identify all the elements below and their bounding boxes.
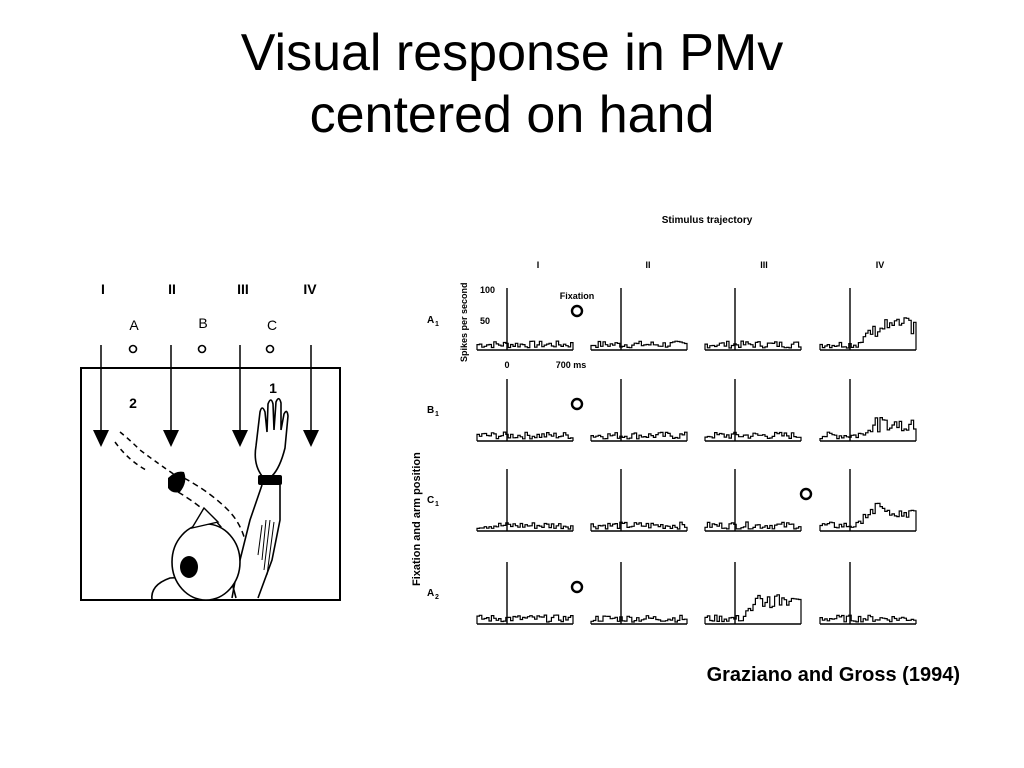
histogram-panel <box>704 288 802 351</box>
x-tick-700ms: 700 ms <box>556 360 587 370</box>
histogram-trace <box>476 340 574 350</box>
histogram-trace <box>476 614 574 624</box>
left-schematic: I II III IV A B C 2 1 <box>80 281 341 601</box>
right-histogram-figure: Stimulus trajectory I II III IV Fixation… <box>411 215 917 625</box>
row-label-A2: A 2 <box>427 588 439 601</box>
fixation-point-B <box>197 344 207 354</box>
fixation-point-icon <box>570 397 584 411</box>
histogram-trace <box>476 431 574 441</box>
fixation-point-icon <box>570 304 584 318</box>
histogram-panel <box>476 379 574 442</box>
svg-text:1: 1 <box>435 321 439 328</box>
wrist-marker-icon <box>258 475 282 485</box>
column-label-III: III <box>760 260 768 270</box>
citation: Graziano and Gross (1994) <box>706 664 960 686</box>
slide-title: Visual response in PMv centered on hand <box>0 22 1024 146</box>
column-label-IV: IV <box>876 260 885 270</box>
histogram-trace <box>590 340 688 350</box>
position-label-B: B <box>198 315 207 331</box>
stimulus-trajectory-header: Stimulus trajectory <box>662 215 753 226</box>
trajectory-label-IV: IV <box>303 281 317 297</box>
fixation-point-C <box>265 344 275 354</box>
trajectory-label-III: III <box>237 281 249 297</box>
trajectory-arrow-I <box>93 345 109 447</box>
fixation-point-icon <box>570 580 584 594</box>
histogram-panel <box>819 288 917 351</box>
alt-wrist-marker-icon <box>168 471 186 493</box>
svg-text:2: 2 <box>435 594 439 601</box>
eye-icon <box>180 556 198 578</box>
arm-position-label-1: 1 <box>269 380 277 396</box>
trajectory-arrow-III <box>232 345 248 447</box>
histogram-trace <box>819 614 917 624</box>
histogram-panel <box>476 288 574 351</box>
trajectory-arrow-II <box>163 345 179 447</box>
nose-outline <box>190 506 220 530</box>
fixation-label: Fixation <box>560 291 595 301</box>
histogram-grid <box>476 288 917 625</box>
fixation-arm-position-label: Fixation and arm position <box>411 452 423 586</box>
y-tick-50: 50 <box>480 316 490 326</box>
title-line-2: centered on hand <box>309 86 715 144</box>
y-tick-100: 100 <box>480 285 495 295</box>
histogram-panel <box>704 379 802 442</box>
alt-hand-dashed <box>119 431 176 476</box>
arm-outline-inner <box>231 484 263 599</box>
arm-position-label-2: 2 <box>129 395 137 411</box>
histogram-trace <box>819 417 917 441</box>
svg-text:B: B <box>427 405 434 416</box>
trajectory-arrow-IV <box>303 345 319 447</box>
alt-forearm-dashed-1 <box>183 477 246 541</box>
arm-shading <box>257 519 275 576</box>
histogram-panel <box>590 379 688 442</box>
histogram-panel <box>590 562 688 625</box>
svg-text:A: A <box>427 588 434 599</box>
trajectory-label-II: II <box>168 281 176 297</box>
histogram-trace <box>704 431 802 441</box>
column-label-I: I <box>537 260 540 270</box>
histogram-trace <box>704 594 802 624</box>
alt-fingers-dashed <box>114 441 147 471</box>
svg-text:C: C <box>427 495 434 506</box>
histogram-panel <box>704 562 802 625</box>
position-label-A: A <box>129 317 139 333</box>
column-label-II: II <box>645 260 650 270</box>
histogram-trace <box>819 317 917 350</box>
y-axis-label: Spikes per second <box>459 282 469 362</box>
histogram-panel <box>476 562 574 625</box>
histogram-trace <box>590 431 688 441</box>
row-label-A1: A 1 <box>427 315 439 328</box>
histogram-trace <box>476 522 574 531</box>
position-label-C: C <box>267 317 277 333</box>
histogram-panel <box>819 379 917 442</box>
hand-icon <box>254 397 289 477</box>
histogram-trace <box>819 502 917 531</box>
histogram-panel <box>590 288 688 351</box>
trajectory-label-I: I <box>101 281 105 297</box>
svg-text:1: 1 <box>435 411 439 418</box>
x-tick-0: 0 <box>504 360 509 370</box>
histogram-trace <box>590 614 688 624</box>
svg-text:A: A <box>427 315 434 326</box>
histogram-panel <box>590 469 688 532</box>
histogram-trace <box>704 340 802 350</box>
shoulder-outline <box>151 574 237 601</box>
histogram-panel <box>819 562 917 625</box>
fixation-point-A <box>128 344 138 354</box>
row-label-B1: B 1 <box>427 405 439 418</box>
histogram-panel <box>476 469 574 532</box>
histogram-trace <box>590 521 688 531</box>
svg-text:1: 1 <box>435 501 439 508</box>
fixation-point-icon <box>799 487 813 501</box>
histogram-trace <box>704 521 802 531</box>
histogram-panel <box>704 469 802 532</box>
arm-outline-outer <box>257 485 281 599</box>
histogram-panel <box>819 469 917 532</box>
row-label-C1: C 1 <box>427 495 439 508</box>
title-line-1: Visual response in PMv <box>240 24 784 82</box>
